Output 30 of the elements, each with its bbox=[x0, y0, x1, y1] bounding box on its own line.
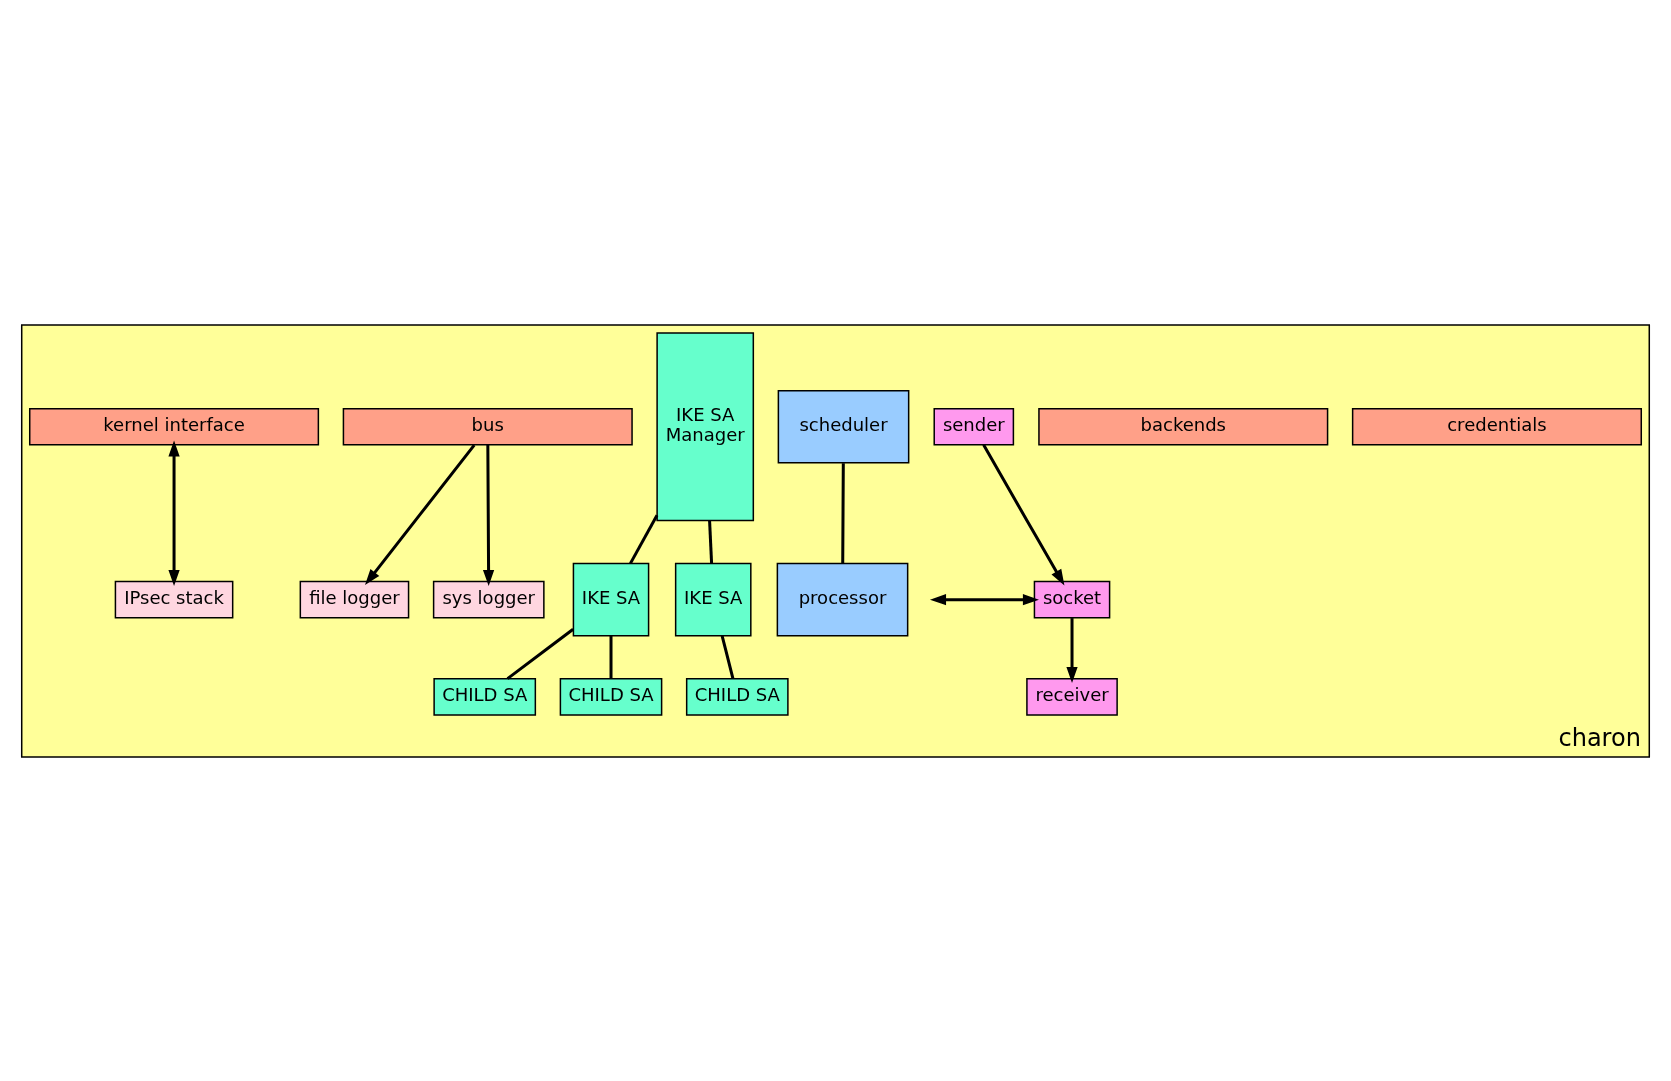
arrow bbox=[929, 593, 1039, 605]
node-box: IKE SA Manager bbox=[656, 331, 755, 521]
connector bbox=[720, 634, 735, 679]
node-box: IPsec stack bbox=[114, 580, 234, 618]
node-box: CHILD SA bbox=[433, 677, 537, 716]
node-box: credentials bbox=[1351, 407, 1642, 446]
connector bbox=[609, 635, 613, 679]
node-box: CHILD SA bbox=[559, 677, 663, 716]
node-box: sys logger bbox=[432, 580, 545, 618]
node-box: sender bbox=[933, 407, 1015, 446]
connector bbox=[841, 462, 845, 563]
node-box: CHILD SA bbox=[685, 677, 789, 716]
connector bbox=[708, 520, 714, 563]
node-box: IKE SA bbox=[572, 562, 650, 636]
node-box: socket bbox=[1033, 580, 1111, 618]
node-box: processor bbox=[776, 562, 909, 636]
node-box: scheduler bbox=[777, 389, 910, 464]
arrow bbox=[482, 444, 495, 586]
connector bbox=[629, 513, 659, 564]
arrow bbox=[365, 443, 476, 585]
node-box: IKE SA bbox=[674, 562, 752, 636]
arrow bbox=[168, 440, 180, 586]
connector bbox=[506, 627, 575, 680]
node-box: backends bbox=[1038, 407, 1329, 446]
node-box: receiver bbox=[1026, 677, 1118, 716]
node-box: kernel interface bbox=[29, 407, 320, 446]
arrow bbox=[982, 443, 1065, 585]
node-box: file logger bbox=[299, 580, 410, 618]
node-box: bus bbox=[342, 407, 633, 446]
arrow bbox=[1066, 617, 1078, 683]
